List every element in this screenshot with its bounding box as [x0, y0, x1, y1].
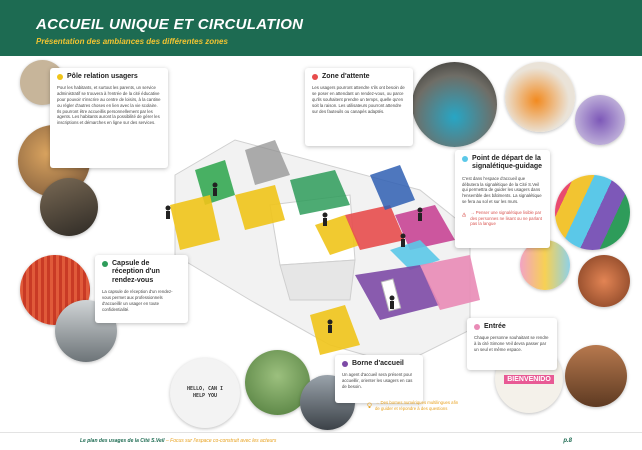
card-pole-text: Pour les habitants, et surtout les paren… [57, 85, 161, 126]
photo-glass-facade [565, 345, 627, 407]
card-pole-title-text: Pôle relation usagers [67, 73, 138, 80]
card-attente-title-text: Zone d'attente [322, 73, 370, 80]
card-capsule-reception: Capsule de réception d'un rendez-vous La… [95, 255, 188, 323]
page-subtitle: Présentation des ambiances des différent… [36, 37, 228, 46]
lightbulb-icon [367, 402, 372, 408]
footer: Le plan des usages de la Cité S.Veil – F… [0, 432, 642, 450]
floor-plan-illustration [165, 139, 480, 366]
warning-icon [462, 212, 467, 217]
card-capsule-title: Capsule de réception d'un rendez-vous [102, 260, 181, 285]
zone-dot-icon [474, 324, 480, 330]
zone-dot-icon [57, 74, 63, 80]
card-signaletique: Point de départ de la signalétique-guida… [455, 150, 550, 248]
photo-waiting-lounge [412, 62, 497, 147]
photo-entrance-hall [578, 255, 630, 307]
card-attente-title: Zone d'attente [312, 73, 406, 81]
page-number: p.8 [563, 438, 572, 444]
photo-sign-text: HELLO, CAN I HELP YOU [186, 386, 224, 399]
card-pole-title: Pôle relation usagers [57, 73, 161, 81]
photo-lounge-room [575, 95, 625, 145]
signaletique-warning: → Penser une signalétique lisible par de… [462, 210, 543, 227]
photo-floor-signage [555, 175, 630, 250]
card-capsule-title-text: Capsule de réception d'un rendez-vous [112, 260, 160, 284]
signaletique-warning-text: → Penser une signalétique lisible par de… [470, 209, 542, 227]
card-borne-accueil: Borne d'accueil Un agent d'accueil sera … [335, 355, 423, 403]
zone-dot-icon [312, 74, 318, 80]
photo-glass-booth [40, 178, 98, 236]
card-entree-title: Entrée [474, 323, 550, 331]
card-entree-title-text: Entrée [484, 323, 506, 330]
photo-colorful-corridor [520, 240, 570, 290]
card-capsule-text: La capsule de réception d'un rendez-vous… [102, 289, 173, 312]
zone-dot-icon [462, 156, 468, 162]
borne-tip-text: → Des bornes numériques multilingues afi… [375, 400, 459, 411]
card-entree-text: Chaque personne souhaitant se rendre à l… [474, 335, 549, 352]
photo-welcome-text: BIENVENIDO [504, 374, 554, 384]
photo-welcome-sign: HELLO, CAN I HELP YOU [170, 358, 240, 428]
card-borne-text: Un agent d'accueil sera présent pour acc… [342, 372, 413, 389]
zone-dot-icon [102, 261, 108, 267]
footer-caption-main: Le plan des usages de la Cité S.Veil [80, 438, 165, 444]
photo-green-wall [245, 350, 310, 415]
header-banner: ACCUEIL UNIQUE ET CIRCULATION Présentati… [0, 0, 642, 56]
page-title: ACCUEIL UNIQUE ET CIRCULATION [36, 16, 304, 33]
zone-dot-icon [342, 361, 348, 367]
card-attente-text: Les usagers pourront attendre s'ils ont … [312, 85, 405, 114]
borne-tip: → Des bornes numériques multilingues afi… [367, 400, 462, 412]
card-borne-title: Borne d'accueil [342, 360, 416, 368]
footer-caption: Le plan des usages de la Cité S.Veil – F… [80, 438, 276, 444]
card-pole-relation-usagers: Pôle relation usagers Pour les habitants… [50, 68, 168, 168]
footer-caption-note: – Focus sur l'espace co-construit avec l… [164, 438, 277, 444]
card-borne-title-text: Borne d'accueil [352, 360, 404, 367]
card-zone-attente: Zone d'attente Les usagers pourront atte… [305, 68, 413, 146]
card-signaletique-title-text: Point de départ de la signalétique-guida… [472, 155, 543, 171]
card-signaletique-title: Point de départ de la signalétique-guida… [462, 155, 543, 172]
card-signaletique-text: C'est dans l'espace d'accueil que débute… [462, 175, 542, 204]
photo-orange-chairs [505, 62, 575, 132]
card-entree: Entrée Chaque personne souhaitant se ren… [467, 318, 557, 370]
